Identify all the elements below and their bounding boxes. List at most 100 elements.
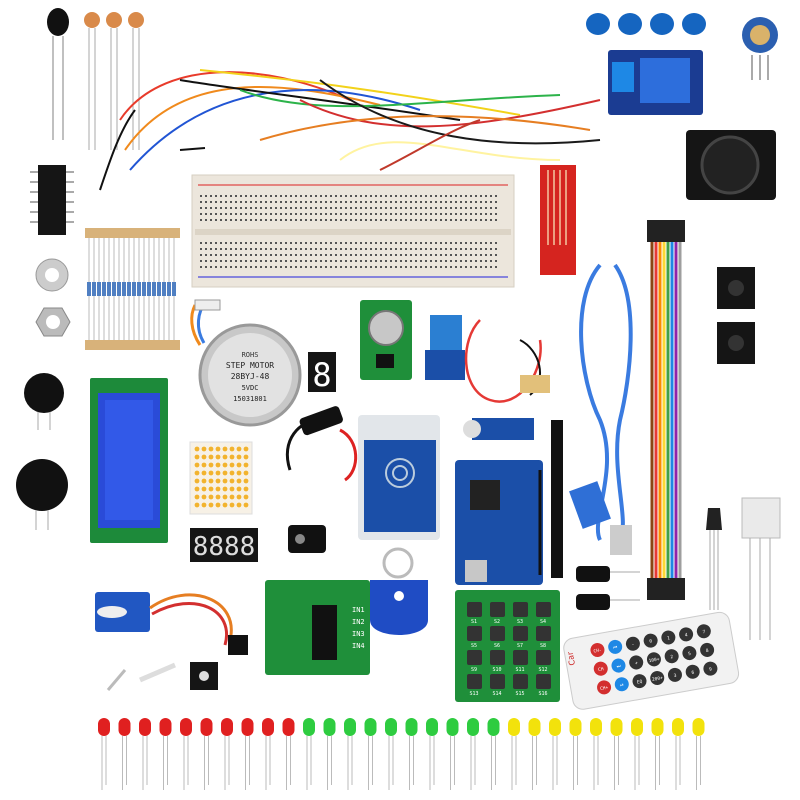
remote-button-label: 2: [670, 654, 674, 660]
led: [241, 718, 254, 736]
four-digit-display: 8888: [190, 528, 258, 562]
remote-button-label: CH-: [593, 647, 602, 654]
led: [549, 718, 561, 736]
resistor: [147, 282, 151, 296]
keypad-key-label: S8: [540, 643, 546, 649]
seven-segment-display: 8: [308, 352, 336, 394]
remote-button-label: 100+: [648, 656, 660, 664]
keypad-key-label: S14: [492, 691, 501, 697]
buzzer-large: [16, 459, 68, 530]
ir-receiver: [47, 8, 69, 140]
remote-button: [608, 639, 623, 654]
led: [118, 718, 131, 736]
led: [221, 718, 233, 736]
keypad-key: [467, 626, 482, 641]
keypad-key: [536, 626, 551, 641]
resistor: [107, 282, 111, 296]
keypad-key: [513, 602, 528, 617]
remote-button: [667, 667, 682, 682]
remote-button-label: 200+: [652, 675, 664, 683]
keypad-key: [490, 650, 505, 665]
keypad-key: [467, 602, 482, 617]
led: [528, 718, 541, 736]
resistor: [117, 282, 121, 296]
resistor: [102, 282, 106, 296]
remote-button-label: 4: [684, 632, 688, 638]
led: [159, 718, 172, 736]
remote-button: [593, 661, 608, 676]
transistor: [706, 508, 722, 610]
keypad-key-label: S11: [515, 667, 524, 673]
led: [508, 718, 520, 736]
resistor: [112, 282, 116, 296]
rfid-reader: [358, 415, 440, 540]
remote-button-label: 3: [673, 673, 677, 679]
screws: [106, 662, 176, 691]
remote-button-label: EQ: [636, 679, 643, 686]
washer: [35, 258, 69, 292]
led: [590, 718, 602, 736]
remote-button: [590, 642, 605, 657]
stepper-label-2: STEP MOTOR: [226, 361, 274, 370]
led: [262, 718, 274, 736]
resistor: [132, 282, 136, 296]
led: [139, 718, 151, 736]
stepper-label-1: ROHS: [242, 351, 259, 359]
resistor: [97, 282, 101, 296]
led: [323, 718, 336, 736]
remote-button: [629, 655, 644, 670]
keypad-key-label: S5: [471, 643, 477, 649]
keypad-key-label: S3: [517, 619, 523, 625]
remote-button-label: 0: [649, 638, 653, 644]
remote-button: [632, 674, 647, 689]
button-caps: [586, 13, 706, 35]
led: [405, 718, 418, 736]
keypad-key: [490, 626, 505, 641]
header-pins: [551, 420, 563, 578]
remote-button: [646, 652, 661, 667]
led: [344, 718, 356, 736]
remote-button-label: ⏮: [613, 646, 618, 652]
resistor-strip: [85, 228, 180, 350]
driver-pin-label: IN2: [352, 618, 365, 626]
keypad-key-label: S15: [515, 691, 524, 697]
dc-power-jack: [285, 406, 358, 553]
servo-cable-loop: [464, 319, 550, 403]
remote-button-label: ⏯: [620, 683, 625, 689]
keypad-key-label: S16: [538, 691, 547, 697]
led: [385, 718, 397, 736]
led: [692, 718, 705, 736]
remote-button-label: 9: [709, 666, 713, 672]
led: [303, 718, 315, 736]
keypad-key: [490, 602, 505, 617]
led: [610, 718, 623, 736]
resistor: [87, 282, 91, 296]
keypad-key-label: S2: [494, 619, 500, 625]
led: [282, 718, 295, 736]
keypad-key: [467, 650, 482, 665]
resistor: [167, 282, 171, 296]
resistor: [142, 282, 146, 296]
keypad-key-label: S7: [517, 643, 523, 649]
led: [569, 718, 582, 736]
push-buttons: [717, 267, 755, 364]
keypad-key: [490, 674, 505, 689]
remote-button: [611, 658, 626, 673]
remote-button-label: +: [635, 661, 639, 666]
remote-button-label: ⏭: [616, 664, 621, 670]
led: [364, 718, 377, 736]
resistor: [92, 282, 96, 296]
resistor: [122, 282, 126, 296]
keypad-key-label: S1: [471, 619, 477, 625]
usb-cable: [569, 263, 633, 555]
ribbon-cable: [647, 220, 685, 600]
remote-button: [614, 677, 629, 692]
rtc-module: [360, 300, 412, 380]
keypad-key: [467, 674, 482, 689]
resistor: [127, 282, 131, 296]
remote-button: [650, 671, 665, 686]
keypad-key-label: S12: [538, 667, 547, 673]
